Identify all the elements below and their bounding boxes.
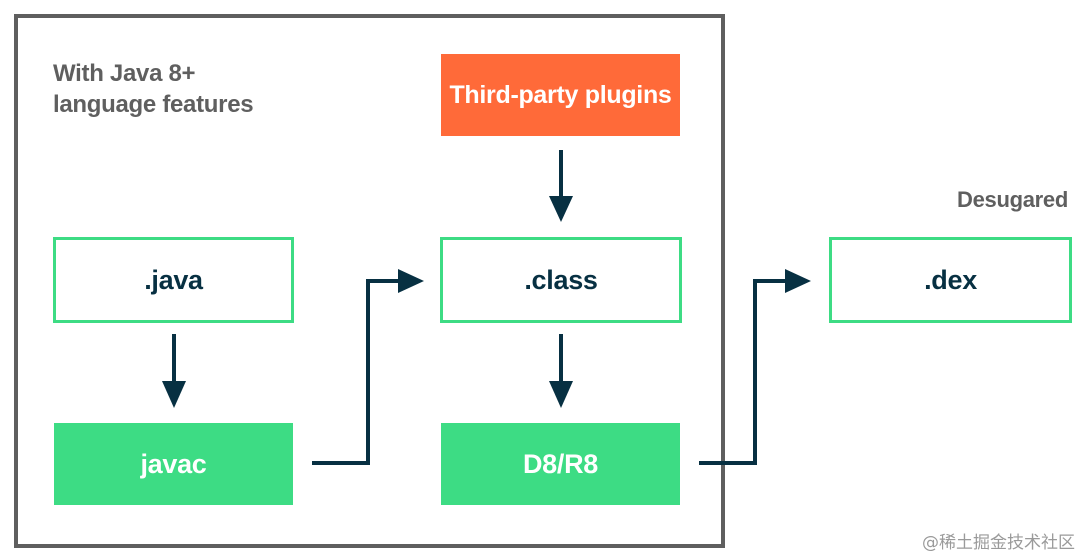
arrow-plugins-to-class-head: [549, 196, 573, 222]
d8-r8-box: D8/R8: [441, 423, 680, 505]
heading-line-2: language features: [53, 91, 254, 118]
desugared-label: Desugared: [957, 187, 1069, 212]
java-source-box: .java: [53, 237, 294, 323]
arrow-javac-to-class-head: [398, 269, 424, 293]
dex-file-box: .dex: [829, 237, 1072, 323]
arrow-class-to-d8-head: [549, 381, 573, 408]
third-party-plugins-box: Third-party plugins: [441, 54, 680, 136]
heading-line-1: With Java 8+: [53, 60, 196, 87]
java8-feature-frame: [14, 14, 725, 548]
arrow-java-to-javac-head: [162, 381, 186, 408]
class-file-box: .class: [440, 237, 682, 323]
javac-box: javac: [54, 423, 293, 505]
arrow-d8-to-dex: [699, 279, 789, 465]
watermark-text: @稀土掘金技术社区: [922, 533, 1075, 553]
arrow-d8-to-dex-head: [785, 269, 811, 293]
arrow-javac-to-class: [312, 279, 402, 465]
diagram-heading: With Java 8+ language features: [53, 58, 254, 120]
